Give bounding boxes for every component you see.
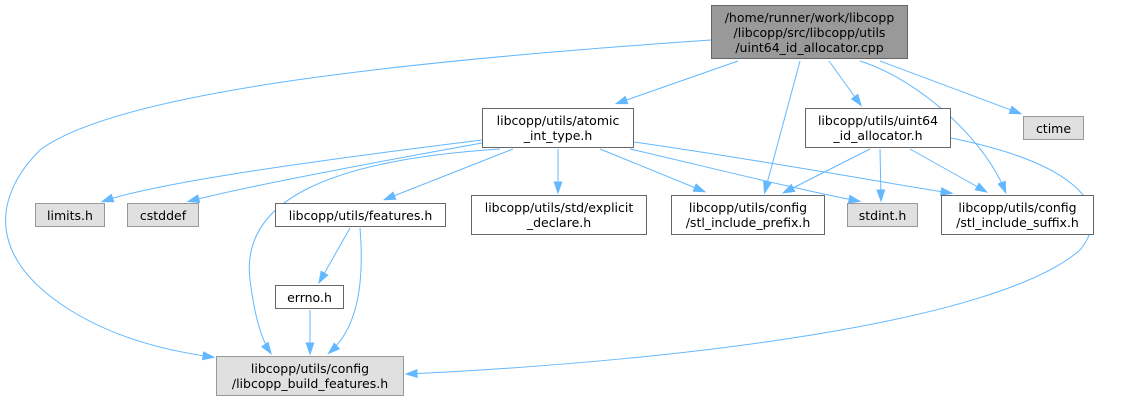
edge-atomic-features-arrowhead — [382, 191, 397, 201]
edge-uint64-stdint-arrowhead — [876, 189, 886, 203]
edge-atomic-suffix-arrowhead — [939, 187, 954, 196]
node-line: _int_type.h — [523, 128, 593, 143]
node-line: libcopp/utils/config — [688, 200, 808, 215]
edge-atomic-explicit-arrowhead — [553, 181, 563, 195]
node-ctime[interactable]: ctime — [1023, 116, 1084, 140]
edge-atomic-limits — [103, 139, 483, 202]
node-features-h[interactable]: libcopp/utils/features.h — [275, 203, 446, 227]
edge-features-errno-arrowhead — [318, 270, 329, 285]
node-line: errno.h — [287, 289, 332, 305]
node-atomic-int-type-h[interactable]: libcopp/utils/atomic _int_type.h — [482, 108, 634, 148]
edge-atomic-cstddef — [189, 142, 483, 202]
edge-atomic-prefix — [599, 148, 704, 192]
node-limits-h[interactable]: limits.h — [35, 203, 105, 227]
edge-uint64-prefix-arrowhead — [781, 183, 796, 194]
edge-root-ctime — [879, 60, 1020, 114]
edge-uint64-suffix — [909, 148, 986, 192]
node-line: cstddef — [139, 207, 187, 223]
edge-features-errno — [319, 227, 351, 282]
node-line: /stl_include_prefix.h — [685, 215, 811, 230]
node-line: /home/runner/work/libcopp — [724, 9, 895, 25]
node-line: limits.h — [47, 207, 93, 223]
node-line: _id_allocator.h — [833, 128, 923, 143]
edge-atomic-features — [385, 148, 514, 200]
node-line: libcopp/utils/config — [250, 361, 370, 376]
node-line: /libcopp/src/libcopp/utils — [733, 24, 886, 40]
edge-atomic-stdint — [629, 148, 859, 202]
node-line: /libcopp_build_features.h — [231, 376, 389, 391]
edge-root-build-arrowhead — [201, 351, 216, 361]
edge-root-uint64-arrowhead — [850, 93, 863, 107]
edge-root-prefix-arrowhead — [763, 180, 772, 195]
node-line: /stl_include_suffix.h — [956, 215, 1079, 230]
edge-root-build — [5, 39, 712, 358]
edge-uint64-build-arrowhead — [404, 369, 418, 379]
node-line: libcopp/utils/atomic — [496, 113, 620, 128]
node-line: libcopp/utils/config — [958, 200, 1077, 215]
node-uint64-id-allocator-h[interactable]: libcopp/utils/uint64 _id_allocator.h — [805, 108, 951, 148]
edge-uint64-build — [407, 137, 1093, 375]
edge-root-suffix-arrowhead — [997, 180, 1007, 195]
node-cstddef[interactable]: cstddef — [127, 203, 199, 227]
edge-features-build-arrowhead — [327, 342, 341, 355]
node-line: /uint64_id_allocator.cpp — [735, 39, 884, 55]
node-line: stdint.h — [858, 207, 907, 223]
edge-atomic-cstddef-arrowhead — [186, 194, 201, 203]
edge-atomic-limits-arrowhead — [100, 193, 115, 203]
edge-root-atomic-arrowhead — [614, 95, 629, 105]
node-line: ctime — [1035, 120, 1072, 136]
edge-root-prefix — [764, 60, 801, 192]
node-line: libcopp/utils/features.h — [288, 207, 433, 223]
edge-atomic-stdint-arrowhead — [847, 194, 862, 204]
edge-uint64-suffix-arrowhead — [974, 182, 989, 193]
edge-atomic-build — [248, 148, 501, 353]
edge-root-ctime-arrowhead — [1008, 105, 1023, 115]
edge-features-build — [329, 227, 362, 353]
edge-errno-build-arrowhead — [305, 342, 315, 356]
node-errno-h[interactable]: errno.h — [275, 285, 344, 309]
node-line: libcopp/utils/uint64 — [817, 113, 939, 128]
edge-atomic-prefix-arrowhead — [692, 183, 707, 193]
edge-atomic-build-arrowhead — [260, 341, 272, 355]
edge-atomic-suffix — [633, 141, 951, 194]
node-line: libcopp/utils/std/explicit — [484, 200, 634, 215]
edge-root-atomic — [617, 60, 739, 104]
node-line: _declare.h — [526, 215, 592, 230]
edge-uint64-prefix — [784, 148, 871, 193]
node-libcopp-build-features-h[interactable]: libcopp/utils/config /libcopp_build_feat… — [216, 356, 404, 396]
node-stl-include-suffix-h[interactable]: libcopp/utils/config /stl_include_suffix… — [941, 195, 1094, 235]
node-explicit-declare-h[interactable]: libcopp/utils/std/explicit _declare.h — [471, 195, 647, 235]
node-stl-include-prefix-h[interactable]: libcopp/utils/config /stl_include_prefix… — [671, 195, 825, 235]
node-stdint-h[interactable]: stdint.h — [847, 203, 918, 227]
node-uint64-id-allocator-cpp[interactable]: /home/runner/work/libcopp /libcopp/src/l… — [711, 5, 908, 59]
